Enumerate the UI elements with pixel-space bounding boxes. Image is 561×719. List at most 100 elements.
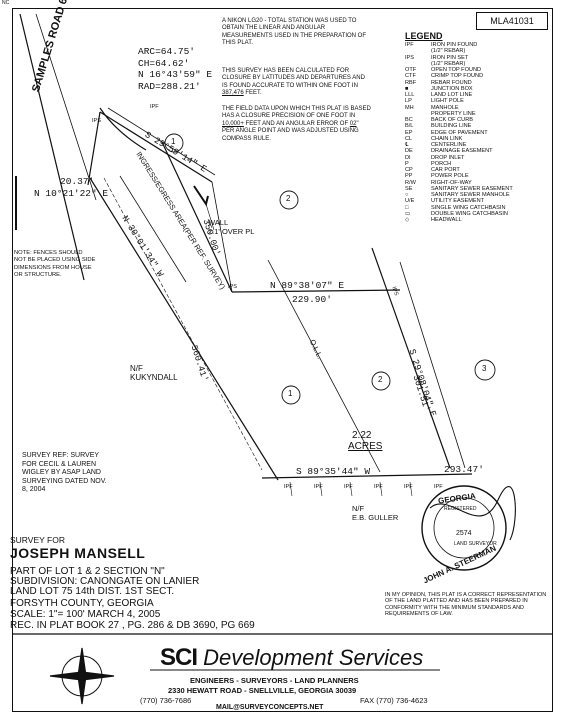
wall-leader: [205, 203, 215, 231]
ipf-tick: [409, 481, 413, 497]
legend-code: ○: [405, 192, 409, 198]
wall-line: [193, 185, 209, 207]
lot-section-line: PART OF LOT 1 & 2 SECTION "N": [10, 566, 165, 577]
field-note-text-3: " PER ANGLE POINT AND WAS ADJUSTED USING…: [222, 120, 359, 142]
legend-description: (1/2" REBAR): [431, 48, 466, 55]
ipf-label: IPF: [434, 484, 443, 490]
legend-description: DOUBLE WING CATCHBASIN: [431, 210, 508, 217]
legend-description: CRIMP TOP FOUND: [431, 73, 484, 80]
legend-row: ◇HEADWALL: [405, 217, 555, 223]
legend-description: EDGE OF PAVEMENT: [431, 129, 488, 136]
company-tagline: ENGINEERS - SURVEYORS - LAND PLANNERS: [190, 676, 359, 685]
ipf-tick: [379, 481, 383, 497]
field-value: 10,000+: [222, 120, 244, 127]
legend-description: CAR PORT: [431, 167, 460, 173]
legend-description: CHAIN LINK: [431, 135, 463, 142]
legend-code: RBF: [405, 79, 417, 86]
legend-code: LLL: [405, 92, 415, 98]
east-boundary: [371, 247, 451, 469]
ipf-tick: [349, 481, 353, 497]
legend-description: DRAINAGE EASEMENT: [431, 148, 493, 155]
legend-code: ℄: [405, 142, 409, 148]
surveyor-opinion: IN MY OPINION, THIS PLAT IS A CORRECT RE…: [385, 592, 547, 617]
legend-code: P: [405, 160, 409, 167]
legend-code: B/L: [405, 123, 414, 130]
legend-description: BACK OF CURB: [431, 117, 473, 123]
ips-label: IPS: [92, 118, 102, 124]
seal-number: 2574: [456, 530, 472, 537]
fence-note: NOTE: FENCES SHOULD NOT BE PLACED USING …: [14, 250, 96, 279]
south-line-bearing: S 89°35'44" W: [296, 466, 371, 477]
corner-mark: NC: [2, 0, 10, 6]
legend-row: (1/2" REBAR): [405, 61, 555, 67]
legend-description: BUILDING LINE: [431, 123, 472, 130]
nikon-note: A NIKON LG20 - TOTAL STATION WAS USED TO…: [222, 18, 367, 47]
west-boundary: [89, 177, 279, 481]
survey-for-label: SURVEY FOR: [10, 535, 65, 545]
legend-row: ℄ CENTERLINE: [405, 142, 555, 148]
lot-number: 1: [171, 137, 176, 146]
west-short-bearing: N 10°21'22" E: [34, 188, 109, 199]
legend-row: ▭DOUBLE WING CATCHBASIN: [405, 211, 555, 217]
legend-row: ■JUNCTION BOX: [405, 86, 555, 92]
seal-inner: [433, 497, 495, 559]
legend-description: CENTERLINE: [431, 142, 467, 148]
legend-description: LAND LOT LINE: [431, 92, 473, 98]
curve-radius: RAD=288.21': [138, 80, 201, 92]
ipf-label: IPF: [284, 484, 293, 490]
legend-description: RIGHT-OF-WAY: [431, 179, 472, 186]
lot-number: 2: [286, 194, 291, 203]
legend-description: OPEN TOP FOUND: [431, 67, 482, 73]
subdivision-line: SUBDIVISION: CANONGATE ON LANIER: [10, 576, 200, 587]
company-address: 2330 HEWATT ROAD - SNELLVILLE, GEORGIA 3…: [168, 686, 357, 695]
legend-code: PP: [405, 173, 413, 180]
legend-code: EP: [405, 129, 413, 136]
west-short-segment: [87, 111, 101, 186]
lot-circle: [281, 385, 301, 405]
ipf-label: IPF: [404, 484, 413, 490]
adjoiner-south: N/F E.B. GULLER: [352, 504, 399, 522]
wall-label: WALL: [208, 218, 229, 227]
legend-code: U/E: [405, 198, 415, 205]
legend-code: ◇: [405, 217, 410, 223]
curve-bearing: N 16°43'59" E: [138, 69, 213, 80]
company-phone: (770) 736-7686: [140, 696, 192, 705]
north-boundary-2: [107, 107, 216, 176]
legend-code: MH: [405, 104, 414, 111]
area-value: 2.22: [352, 430, 372, 441]
legend-description: UTILITY EASEMENT: [431, 198, 485, 205]
ipf-label: IPF: [314, 484, 323, 490]
legend-code: BC: [405, 117, 413, 123]
legend-code: IPS: [405, 54, 415, 61]
scale-date-line: SCALE: 1"= 100' MARCH 4, 2005: [10, 609, 161, 620]
legend-description: SANITARY SEWER MANHOLE: [431, 192, 510, 198]
ipf-label: IPF: [150, 104, 159, 110]
legend-row: ○ SANITARY SEWER MANHOLE: [405, 192, 555, 198]
lot-number: 3: [482, 364, 487, 373]
easement-line-2: [119, 175, 187, 283]
legend-code: ■: [405, 85, 409, 92]
legend-title: LEGEND: [405, 31, 443, 41]
legend-description: LIGHT POLE: [431, 98, 464, 105]
owner-name: JOSEPH MANSELL: [10, 545, 146, 561]
legend-code: □: [405, 204, 409, 211]
legend-row: U/E UTILITY EASEMENT: [405, 198, 555, 204]
company-email: MAIL@SURVEYCONCEPTS.NET: [216, 704, 324, 711]
legend-row: □SINGLE WING CATCHBASIN: [405, 205, 555, 211]
company-brand: SCI Development Services: [160, 644, 423, 672]
legend-code: DE: [405, 148, 413, 155]
oll-line: [267, 259, 381, 473]
north-boundary: [99, 111, 213, 183]
lot-1-2-boundary: [161, 141, 233, 293]
legend-code: CL: [405, 135, 413, 142]
field-note-text-2: FEET AND AN ANGULAR ERROR OF: [245, 120, 349, 127]
